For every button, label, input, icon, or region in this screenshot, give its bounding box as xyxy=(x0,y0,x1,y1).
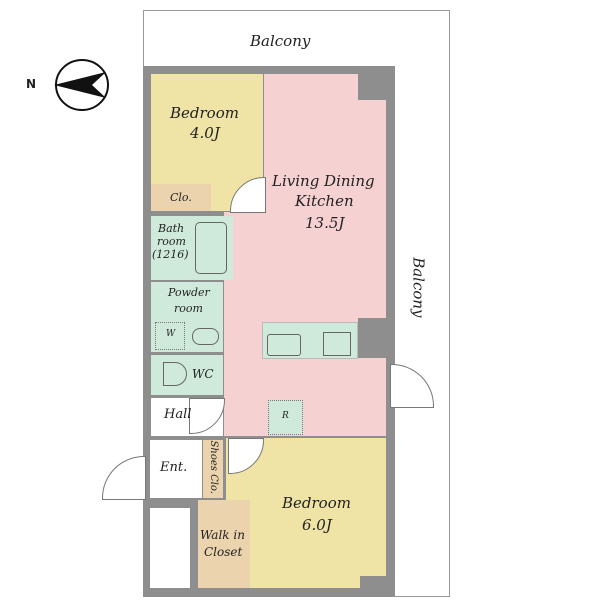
closet-small xyxy=(151,184,211,211)
refrigerator-space xyxy=(268,400,303,435)
powder-line2: room xyxy=(174,302,203,315)
walk-in-closet-line1: Walk in xyxy=(200,528,245,542)
bedroom-large-size: 6.0J xyxy=(302,516,332,534)
wc-label: WC xyxy=(192,367,214,381)
sink-icon xyxy=(192,328,219,345)
washer-label: W xyxy=(166,329,176,339)
wall-column-top-right xyxy=(358,66,395,100)
refrigerator-label: R xyxy=(282,411,289,421)
door-bedroom-large[interactable] xyxy=(228,438,264,474)
bathtub-icon xyxy=(195,222,227,274)
entrance-door[interactable] xyxy=(102,456,146,500)
walk-in-closet xyxy=(198,500,250,588)
bath-line2: room xyxy=(157,235,186,248)
wall-corner-bedroom xyxy=(360,576,390,590)
north-label: N xyxy=(26,77,37,91)
bedroom-small-name: Bedroom xyxy=(170,104,239,122)
bath-line3: (1216) xyxy=(152,248,189,261)
ldk-name-line1: Living Dining xyxy=(272,172,375,190)
toilet-icon xyxy=(163,362,187,386)
ldk-size: 13.5J xyxy=(305,214,345,232)
wall-column-kitchen xyxy=(358,318,388,358)
walk-in-closet-line2: Closet xyxy=(204,545,243,559)
ldk-name-line2: Kitchen xyxy=(295,192,354,210)
kitchen-counter xyxy=(262,322,358,359)
balcony-top-label: Balcony xyxy=(250,32,311,50)
entrance xyxy=(150,440,202,498)
hall-label: Hall xyxy=(164,407,192,422)
bedroom-large-name: Bedroom xyxy=(282,494,351,512)
bedroom-small-size: 4.0J xyxy=(190,124,220,142)
compass-arrow-icon xyxy=(54,59,109,111)
balcony-right-label: Balcony xyxy=(409,257,428,318)
kitchen-sink-icon xyxy=(267,334,301,356)
entrance-label: Ent. xyxy=(160,460,188,475)
closet-small-label: Clo. xyxy=(170,191,192,204)
bath-line1: Bath xyxy=(158,222,185,235)
shoes-closet xyxy=(203,440,223,498)
powder-line1: Powder xyxy=(168,286,210,299)
washer-space xyxy=(155,322,185,350)
bathroom xyxy=(151,216,233,280)
stove-icon xyxy=(323,332,351,356)
storage-box xyxy=(150,508,190,588)
shoes-closet-label: Shoes Clo. xyxy=(207,440,219,494)
compass xyxy=(48,58,110,112)
